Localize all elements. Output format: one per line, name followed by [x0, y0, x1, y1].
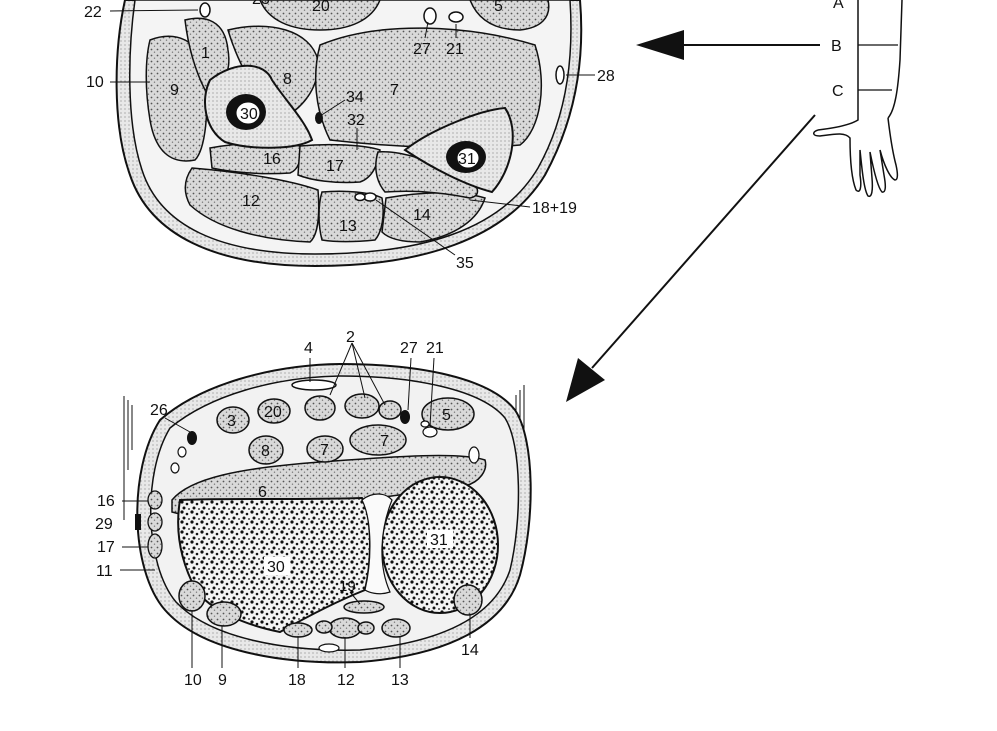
label-c-21: 21	[426, 340, 444, 357]
section-b-crosssection: 22 20 23 5 1 8 27 21 28 10 9 7 34 30 32 …	[84, 0, 615, 272]
label-c-27: 27	[400, 340, 418, 357]
label-b-1: 1	[201, 45, 210, 62]
muscle-b-17	[297, 143, 381, 184]
tendon-c-20	[257, 398, 291, 424]
label-c-30: 30	[267, 559, 285, 576]
label-c-20: 20	[264, 404, 282, 421]
articular-disc	[361, 493, 393, 595]
tendon-c-18	[283, 622, 313, 638]
nerve-c-21	[422, 426, 438, 438]
label-b-21: 21	[446, 41, 464, 58]
label-c-29: 29	[95, 516, 113, 533]
label-b-7: 7	[390, 82, 399, 99]
arm-level-a: A	[833, 0, 844, 12]
vessel-b-27	[423, 7, 437, 25]
label-b-8: 8	[283, 71, 292, 88]
tendon-c-16	[147, 490, 163, 510]
label-b-1819: 18+19	[532, 200, 577, 217]
label-c-7b: 7	[380, 433, 389, 450]
label-c-4: 4	[304, 340, 313, 357]
label-b-31: 31	[458, 151, 476, 168]
label-b-12: 12	[242, 193, 260, 210]
tendon-c-14	[453, 584, 483, 616]
muscle-b-12	[184, 167, 320, 243]
label-c-3: 3	[227, 413, 236, 430]
label-b-34: 34	[346, 89, 364, 106]
label-b-32: 32	[347, 112, 365, 129]
label-b-28: 28	[597, 68, 615, 85]
label-b-23: 23	[252, 0, 270, 8]
label-c-11: 11	[96, 563, 113, 580]
tendon-c-17	[147, 533, 163, 559]
label-c-13: 13	[391, 672, 409, 689]
vessel-c-26	[187, 431, 197, 445]
label-c-17: 17	[97, 539, 115, 556]
section-c-crosssection: 2 4 27 21 26 3 20 5 8 7 7 6 16 29 17 11 …	[95, 329, 532, 689]
tendon-c-13	[381, 618, 411, 638]
label-c-12: 12	[337, 672, 355, 689]
label-c-31-bg	[427, 530, 453, 548]
label-b-17: 17	[326, 158, 344, 175]
forearm-outline	[817, 0, 903, 131]
tendon-c-2b	[344, 393, 380, 419]
tendon-c-7a	[306, 435, 344, 463]
vessel-b-35	[363, 192, 377, 202]
muscle-b-5	[469, 0, 550, 31]
tendon-c-9	[206, 601, 242, 627]
arm-level-c: C	[832, 83, 844, 100]
arm-level-b: B	[831, 38, 842, 55]
tendon-c-3	[216, 406, 250, 434]
label-b-10: 10	[86, 74, 104, 91]
section-c-skin-left-edge	[123, 396, 133, 520]
label-b-14: 14	[413, 207, 431, 224]
label-b-30: 30	[240, 106, 258, 123]
arm-level-key: A B C	[813, 0, 903, 198]
label-b-35: 35	[456, 255, 474, 272]
label-b-13: 13	[339, 218, 357, 235]
label-c-14: 14	[461, 642, 479, 659]
label-b-5: 5	[494, 0, 503, 15]
tendon-c-4	[291, 379, 337, 391]
nerve-b-21	[448, 11, 464, 23]
muscle-b-20	[259, 0, 381, 31]
label-b-27: 27	[413, 41, 431, 58]
label-c-18: 18	[288, 672, 306, 689]
tendon-c-19	[343, 600, 385, 614]
vessel-b-22	[199, 2, 211, 18]
label-c-6: 6	[258, 484, 267, 501]
label-b-22: 22	[84, 4, 102, 21]
label-c-2: 2	[346, 329, 355, 346]
arrow-to-section-b	[636, 30, 820, 60]
tendon-c-29	[147, 512, 163, 532]
tendon-c-7b	[349, 424, 407, 456]
vessel-b-28	[555, 65, 565, 85]
tendon-c-12a	[328, 617, 362, 639]
label-c-19: 19	[339, 578, 356, 595]
label-c-7a: 7	[320, 442, 329, 459]
label-b-9: 9	[170, 82, 179, 99]
tendon-c-2c	[378, 400, 402, 420]
tendon-c-2a	[304, 395, 336, 421]
vessel-b-34	[315, 112, 323, 124]
tendon-c-12c	[357, 621, 375, 635]
label-c-31: 31	[430, 532, 448, 549]
tendon-c-8	[248, 435, 284, 465]
vessel-c-29	[135, 514, 141, 530]
label-c-30-bg	[264, 557, 290, 575]
hand-outline	[813, 117, 899, 198]
label-c-16: 16	[97, 493, 115, 510]
tendon-c-12b	[315, 620, 333, 634]
label-c-8: 8	[261, 443, 270, 460]
label-c-9: 9	[218, 672, 227, 689]
tendon-c-10	[178, 580, 206, 612]
label-b-20: 20	[312, 0, 330, 15]
arrow-to-section-c	[566, 114, 816, 402]
label-c-26: 26	[150, 402, 168, 419]
label-c-5: 5	[442, 407, 451, 424]
label-b-16: 16	[263, 151, 281, 168]
vessel-c-27	[400, 410, 410, 424]
label-c-10: 10	[184, 672, 202, 689]
muscle-c-5	[421, 397, 475, 431]
